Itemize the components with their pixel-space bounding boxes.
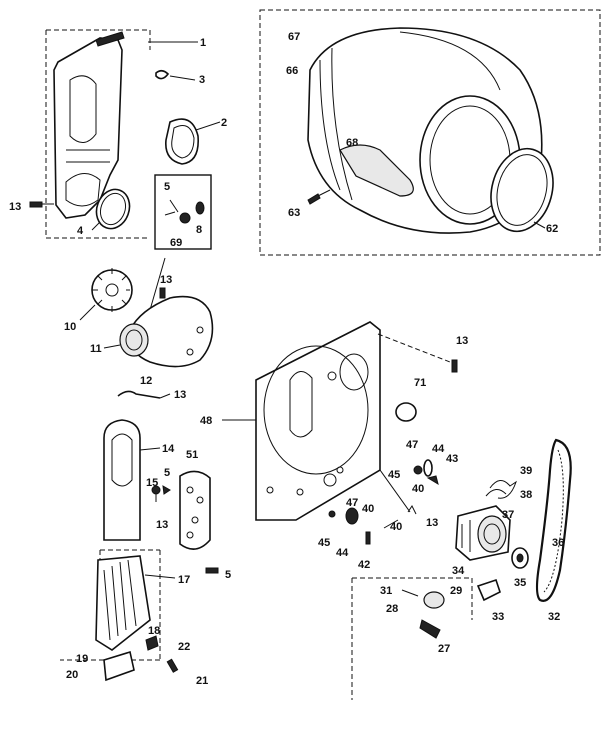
label-39: 39	[520, 465, 532, 477]
label-5b: 5	[164, 467, 170, 479]
label-43: 43	[446, 453, 458, 465]
label-68: 68	[346, 137, 358, 149]
label-34: 34	[452, 565, 465, 577]
blower-wheel-10	[79, 268, 133, 321]
label-22: 22	[178, 641, 190, 653]
label-2: 2	[221, 117, 227, 129]
label-35: 35	[514, 577, 526, 589]
part-number-labels: 1 2 3 4 5 8 69 13 13 10 11 12 13 14 15 5…	[9, 31, 564, 687]
thermostat-inset	[154, 174, 212, 250]
label-20: 20	[66, 669, 78, 681]
label-66: 66	[286, 65, 298, 77]
drum-group	[259, 9, 601, 256]
label-10: 10	[64, 321, 76, 333]
label-13c: 13	[174, 389, 186, 401]
idler-assembly-upper	[413, 459, 439, 486]
label-13e: 13	[456, 335, 468, 347]
belt-32	[535, 438, 572, 602]
pulley-35	[511, 547, 529, 569]
label-51: 51	[186, 449, 198, 461]
label-40a: 40	[412, 483, 424, 495]
label-32: 32	[548, 611, 560, 623]
label-47b: 47	[346, 497, 358, 509]
screw-5-lower	[205, 567, 219, 574]
label-13a: 13	[9, 201, 21, 213]
label-19: 19	[76, 653, 88, 665]
bulkhead-48	[222, 321, 381, 521]
label-15: 15	[146, 477, 158, 489]
label-69: 69	[170, 237, 182, 249]
label-21: 21	[196, 675, 208, 687]
label-45a: 45	[388, 469, 400, 481]
duct-panel-group	[45, 29, 198, 239]
label-11: 11	[90, 343, 102, 355]
heater-cover-51	[179, 470, 211, 550]
label-17: 17	[178, 574, 190, 586]
label-18: 18	[148, 625, 160, 637]
label-36: 36	[552, 537, 564, 549]
screw-13-under	[379, 469, 417, 515]
clip-12	[117, 390, 161, 399]
label-1: 1	[200, 37, 206, 49]
switch-group	[351, 577, 501, 700]
plug-71	[395, 402, 417, 422]
clip-39	[485, 480, 517, 499]
blower-housing-11	[103, 295, 214, 368]
label-13f: 13	[426, 517, 438, 529]
label-44a: 44	[432, 443, 445, 455]
label-63: 63	[288, 207, 300, 219]
label-5a: 5	[164, 181, 170, 193]
screw-15	[151, 485, 171, 502]
label-13b: 13	[160, 274, 172, 286]
screw-13-left	[29, 201, 54, 208]
label-8: 8	[196, 224, 202, 236]
label-13d: 13	[156, 519, 168, 531]
label-27: 27	[438, 643, 450, 655]
label-28: 28	[386, 603, 398, 615]
label-44b: 44	[336, 547, 349, 559]
label-45b: 45	[318, 537, 330, 549]
label-14: 14	[162, 443, 175, 455]
label-48: 48	[200, 415, 212, 427]
label-12: 12	[140, 375, 152, 387]
label-5c: 5	[225, 569, 231, 581]
motor-34	[455, 505, 511, 561]
label-31: 31	[380, 585, 392, 597]
label-62: 62	[546, 223, 558, 235]
label-3: 3	[199, 74, 205, 86]
label-29: 29	[450, 585, 462, 597]
label-47a: 47	[406, 439, 418, 451]
label-33: 33	[492, 611, 504, 623]
screw-13-blower	[149, 257, 166, 311]
exhaust-duct-14	[103, 419, 161, 541]
label-71: 71	[414, 377, 426, 389]
label-40b: 40	[362, 503, 374, 515]
label-4: 4	[77, 225, 84, 237]
label-37: 37	[502, 509, 514, 521]
label-67: 67	[288, 31, 300, 43]
idler-assembly-lower	[328, 507, 399, 545]
clip-3	[155, 69, 170, 80]
label-40c: 40	[390, 521, 402, 533]
label-42: 42	[358, 559, 370, 571]
screw-13-bulkhead	[377, 333, 458, 373]
screw-21	[166, 658, 179, 673]
label-38: 38	[520, 489, 532, 501]
heater-element-group	[60, 549, 176, 682]
